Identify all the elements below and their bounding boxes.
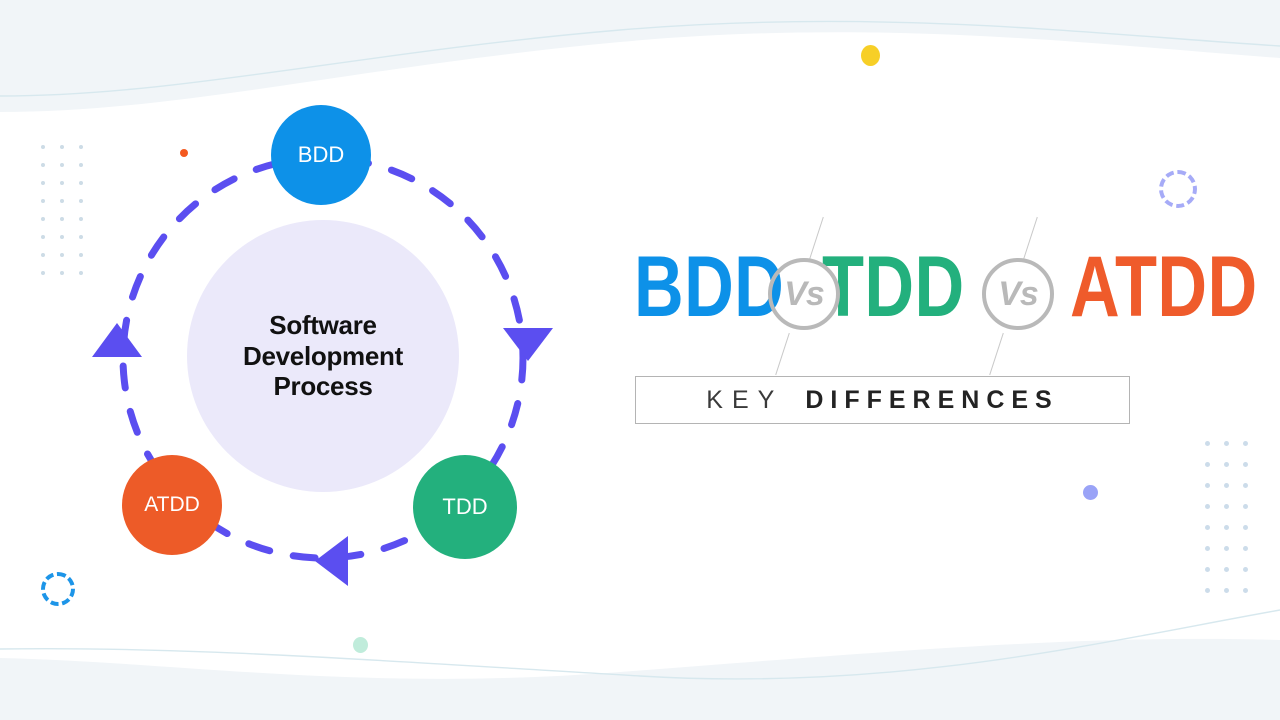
dot-grid-left bbox=[41, 145, 91, 280]
software-development-cycle-diagram: Software Development Process BDD TDD ATD… bbox=[75, 95, 575, 595]
key-differences-light-word: KEY bbox=[706, 385, 784, 414]
headline-word-bdd: BDD bbox=[634, 239, 785, 335]
periwinkle-dot bbox=[1083, 485, 1098, 500]
headline-word-tdd: TDD bbox=[822, 239, 965, 335]
headline-block: BDD TDD ATDD Vs Vs KEY DIFFERENCES bbox=[630, 216, 1257, 424]
headline-word-atdd: ATDD bbox=[1070, 239, 1258, 335]
cycle-node-bdd[interactable]: BDD bbox=[271, 105, 371, 205]
vs-badge-1: Vs bbox=[768, 258, 840, 330]
center-label-line-1: Software bbox=[269, 310, 377, 341]
yellow-dot bbox=[861, 45, 880, 66]
center-label-line-2: Development bbox=[243, 340, 403, 371]
dot-grid-right bbox=[1205, 441, 1255, 596]
cycle-node-atdd-label: ATDD bbox=[144, 493, 200, 516]
cycle-node-bdd-label: BDD bbox=[297, 142, 345, 167]
key-differences-box: KEY DIFFERENCES bbox=[635, 376, 1130, 424]
key-differences-bold-word: DIFFERENCES bbox=[805, 385, 1059, 414]
center-label-line-3: Process bbox=[273, 371, 373, 402]
dashed-ring-periwinkle bbox=[1159, 170, 1197, 208]
orange-dot bbox=[180, 149, 188, 157]
vs-badge-2-label: Vs bbox=[998, 274, 1039, 313]
vs-badge-2: Vs bbox=[982, 258, 1054, 330]
dashed-ring-blue bbox=[41, 572, 75, 606]
arrow-left-bottom-icon bbox=[315, 536, 348, 586]
center-disc bbox=[187, 220, 459, 492]
arrow-up-left-icon bbox=[92, 323, 142, 357]
mint-dot bbox=[353, 637, 368, 653]
headline-row: BDD TDD ATDD Vs Vs bbox=[630, 216, 1257, 376]
cycle-node-tdd-label: TDD bbox=[442, 494, 488, 519]
center-label: Software Development Process bbox=[187, 220, 459, 492]
vs-badge-1-label: Vs bbox=[784, 274, 825, 313]
cycle-node-tdd[interactable]: TDD bbox=[413, 455, 517, 559]
arrow-down-right-icon bbox=[503, 328, 553, 361]
cycle-node-atdd[interactable]: ATDD bbox=[122, 455, 222, 555]
